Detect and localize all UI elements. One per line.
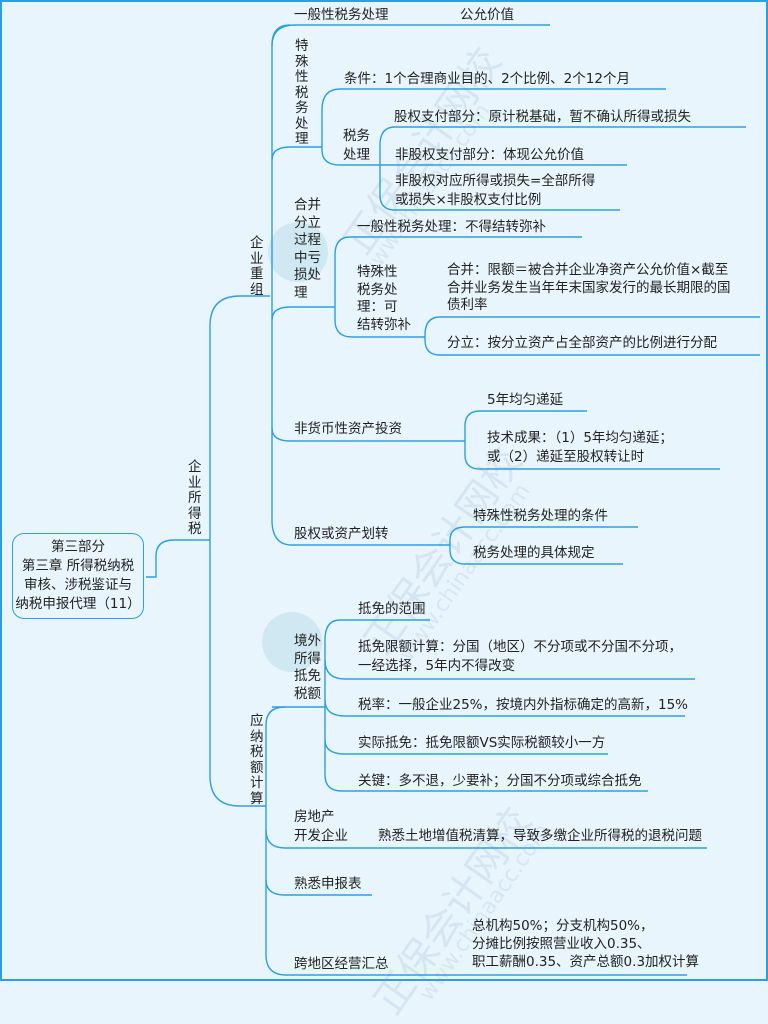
node-loss-general: 一般性税务处理：不得结转弥补 (357, 219, 546, 235)
node-loss-treatment: 合并 分立 过程 中亏 损处 理 (294, 197, 321, 301)
node-actual-credit: 实际抵免：抵免限额VS实际税额较小一方 (358, 735, 606, 751)
node-loss-split: 分立：按分立资产占全部资产的比例进行分配 (447, 335, 717, 351)
node-loss-merge: 合并：限额＝被合并企业净资产公允价值×截至 合并业务发生当年年末国家发行的最长期… (447, 262, 731, 313)
root-node: 第三部分 第三章 所得税纳税 审核、涉税鉴证与 纳税申报代理（11） (12, 533, 144, 619)
node-transfer-rules: 税务处理的具体规定 (473, 545, 595, 561)
node-conditions: 条件：1个合理商业目的、2个比例、2个12个月 (344, 71, 630, 87)
node-credit-scope: 抵免的范围 (358, 601, 426, 617)
node-5-year-deferral: 5年均匀递延 (487, 392, 564, 408)
node-tax-rate: 税率：一般企业25%，按境内外指标确定的高新，15% (358, 697, 689, 713)
node-fair-value: 公允价值 (460, 7, 514, 23)
node-tax-treatment: 税务 处理 (343, 128, 370, 163)
watermark-logo-icon (262, 612, 322, 672)
node-reorganization: 企业重组 (250, 235, 264, 298)
node-enterprise-income-tax: 企业所得税 (188, 459, 202, 537)
node-real-estate: 房地产 开发企业 (294, 809, 348, 844)
watermark-logo-icon (268, 222, 328, 282)
node-foreign-credit: 境外 所得 抵免 税额 (294, 633, 321, 702)
node-cross-region-detail: 总机构50%；分支机构50%， 分摊比例按照营业收入0.35、 职工薪酬0.35… (472, 918, 700, 970)
node-non-equity-gain-loss: 非股权对应所得或损失=全部所得 或损失×非股权支付比例 (395, 173, 596, 208)
node-tech-achievement: 技术成果：（1）5年均匀递延； 或（2）递延至股权转让时 (487, 430, 673, 465)
node-transfer-conditions: 特殊性税务处理的条件 (473, 508, 608, 524)
node-credit-limit: 抵免限额计算：分国（地区）不分项或不分国不分项， 一经选择，5年内不得改变 (358, 639, 682, 674)
node-real-estate-detail: 熟悉土地增值税清算，导致多缴企业所得税的退税问题 (378, 828, 702, 844)
node-equity-asset-transfer: 股权或资产划转 (294, 526, 389, 542)
node-equity-payment: 股权支付部分：原计税基础，暂不确认所得或损失 (394, 109, 691, 125)
node-cross-region: 跨地区经营汇总 (294, 956, 389, 972)
diagram-frame (0, 0, 768, 981)
node-non-equity-payment: 非股权支付部分：体现公允价值 (395, 147, 584, 163)
node-loss-special: 特殊性 税务处 理：可 结转弥补 (357, 264, 411, 333)
node-tax-calculation: 应纳税额计算 (250, 713, 264, 807)
node-returns: 熟悉申报表 (294, 876, 362, 892)
connector-lines (146, 24, 760, 976)
node-special-tax-treatment: 特殊性税务处理 (295, 38, 309, 147)
node-key-point: 关键：多不退，少要补；分国不分项或综合抵免 (358, 773, 642, 789)
node-nonmonetary-investment: 非货币性资产投资 (294, 421, 402, 437)
node-general-tax-treatment: 一般性税务处理 (294, 7, 389, 23)
